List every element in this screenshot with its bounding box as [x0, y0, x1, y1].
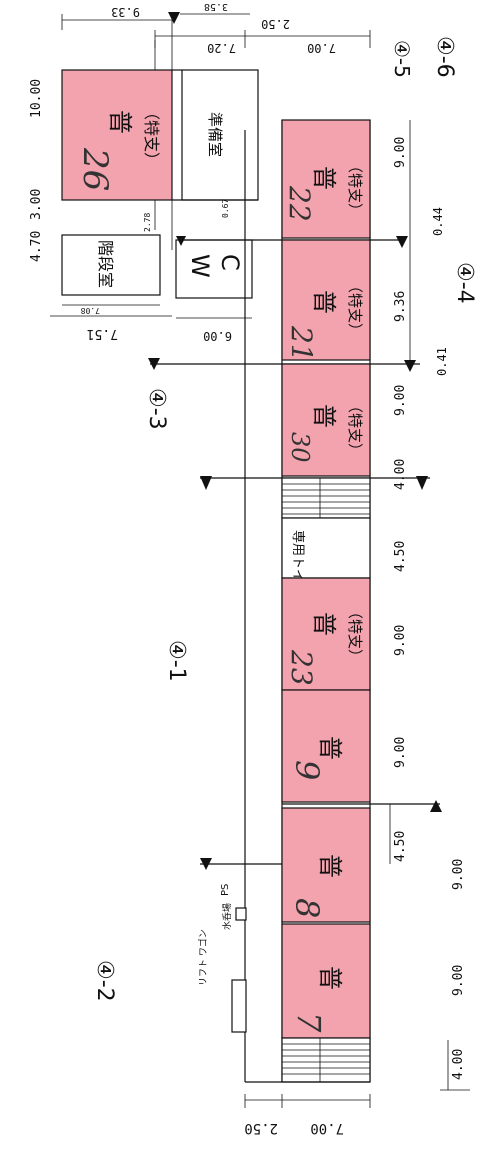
- water-fountain-label: 水呑場: [221, 903, 233, 930]
- lift-wagon-label: リフト ワゴン: [197, 929, 209, 986]
- room-23-sub: （特支）: [346, 604, 364, 664]
- section-label-4-2: ④-2: [92, 960, 117, 1002]
- section-marker: [148, 358, 160, 370]
- room-wc-w: W: [186, 254, 214, 278]
- dim-2-50-bottom: 2.50: [244, 1120, 278, 1136]
- dim-0-44: 0.44: [431, 207, 445, 236]
- section-marker: [200, 476, 212, 490]
- dim-9-00-r9: 9.00: [393, 737, 408, 768]
- dim-4-00-b: 4.00: [451, 1049, 466, 1080]
- dim-4-00-a: 4.00: [393, 459, 408, 490]
- room-8-kanji: 普: [316, 854, 344, 878]
- lift-wagon-box: [231, 979, 247, 1033]
- dim-9-00-r22: 9.00: [393, 137, 408, 168]
- dim-7-20: 7.20: [207, 41, 236, 55]
- section-marker: [396, 236, 408, 248]
- section-label-4-1: ④-1: [164, 640, 189, 682]
- ps-box: [235, 907, 247, 921]
- room-prep-label: 準備室: [206, 112, 224, 157]
- stair-hatch-lower: [281, 1037, 371, 1083]
- room-26: [61, 69, 173, 201]
- room-26-number: 26: [75, 147, 115, 191]
- room-22-number: 22: [283, 185, 316, 222]
- section-label-4-6: ④-6: [432, 36, 457, 78]
- section-marker: [430, 800, 442, 812]
- dim-0-67: 0.67: [221, 199, 230, 218]
- dim-2-78: 2.78: [143, 213, 152, 232]
- room-9-number: 9: [288, 760, 326, 780]
- dim-9-00-r23: 9.00: [393, 625, 408, 656]
- dim-7-00-bottom: 7.00: [310, 1120, 344, 1136]
- dim-7-51: 7.51: [87, 326, 118, 341]
- room-23-number: 23: [285, 649, 318, 686]
- room-21-number: 21: [285, 325, 318, 362]
- dim-7-08: 7.08: [81, 306, 100, 315]
- section-label-4-5: ④-5: [390, 40, 414, 78]
- dim-2-50-top: 2.50: [261, 17, 290, 31]
- room-30-sub: （特支）: [346, 398, 364, 458]
- room-30: [281, 363, 371, 477]
- room-22-sub: （特支）: [346, 158, 364, 218]
- room-9-kanji: 普: [316, 736, 344, 760]
- room-26-kanji: 普: [106, 110, 134, 134]
- ps-label: PS: [220, 884, 231, 896]
- room-wc-c: C: [216, 254, 244, 271]
- section-marker: [200, 858, 212, 870]
- section-label-4-3: ④-3: [144, 388, 169, 430]
- dim-10-00: 10.00: [29, 79, 44, 118]
- stair-hatch-upper: [281, 477, 371, 519]
- room-26-sub: （特支）: [142, 104, 161, 168]
- room-21-sub: （特支）: [346, 278, 364, 338]
- dim-9-33: 9.33: [111, 5, 140, 19]
- dim-3-58: 3.58: [204, 1, 228, 12]
- dim-4-70: 4.70: [29, 231, 44, 262]
- room-8: [281, 807, 371, 923]
- room-stairs: [61, 234, 161, 296]
- room-wc: [175, 239, 253, 299]
- room-23-kanji: 普: [310, 612, 338, 636]
- section-marker: [176, 236, 186, 246]
- room-9: [281, 689, 371, 803]
- room-22-kanji: 普: [310, 166, 338, 190]
- room-8-number: 8: [288, 898, 326, 918]
- room-30-kanji: 普: [310, 404, 338, 428]
- room-toilet: [281, 517, 371, 579]
- section-label-4-4: ④-4: [452, 262, 477, 304]
- dim-7-00-top: 7.00: [307, 41, 336, 55]
- dim-9-36: 9.36: [393, 291, 408, 322]
- section-marker: [404, 360, 416, 372]
- room-30-number: 30: [286, 432, 314, 463]
- room-7-kanji: 普: [316, 966, 344, 990]
- room-23: [281, 577, 371, 691]
- dim-4-50-b: 4.50: [393, 831, 408, 862]
- dim-9-00-r30: 9.00: [393, 385, 408, 416]
- room-stairs-label: 階段室: [96, 240, 115, 288]
- room-21: [281, 239, 371, 361]
- section-marker: [168, 12, 180, 24]
- section-marker: [416, 476, 428, 490]
- room-7-number: 7: [290, 1012, 328, 1033]
- dim-4-50-a: 4.50: [393, 541, 408, 572]
- room-21-kanji: 普: [310, 290, 338, 314]
- dim-6-00: 6.00: [203, 329, 232, 343]
- dim-9-00-r8: 9.00: [451, 859, 466, 890]
- room-22: [281, 119, 371, 239]
- dim-9-00-r7: 9.00: [451, 965, 466, 996]
- dim-3-00: 3.00: [29, 189, 44, 220]
- dim-0-41: 0.41: [435, 347, 449, 376]
